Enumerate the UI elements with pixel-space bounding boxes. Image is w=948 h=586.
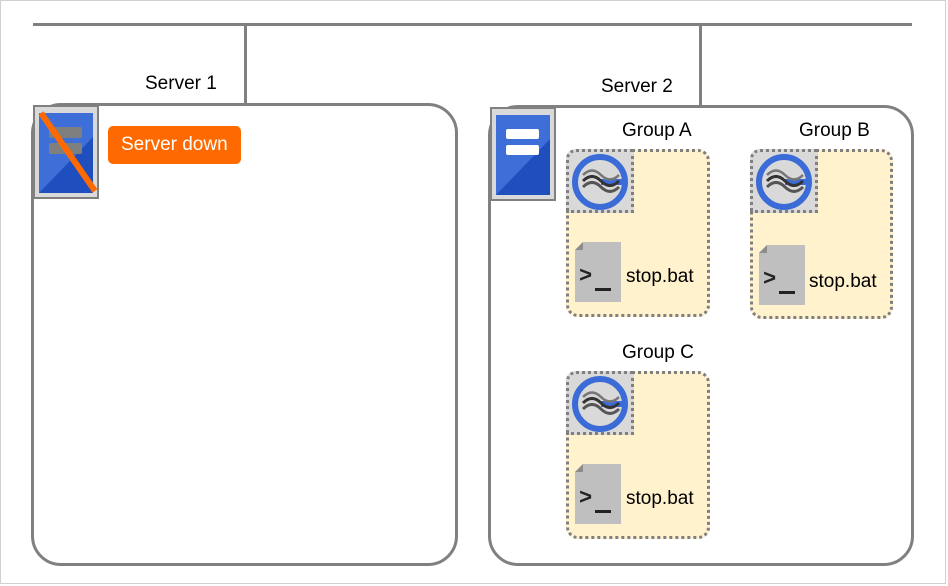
server-1-network-drop	[244, 23, 247, 105]
terminal-script-icon: >	[759, 245, 805, 305]
server-1-label: Server 1	[145, 73, 217, 94]
terminal-script-icon: >	[575, 242, 621, 302]
group-b-label: Group B	[799, 120, 870, 141]
cluster-group-icon	[572, 376, 628, 432]
svg-text:>: >	[763, 267, 776, 292]
network-bus-line	[33, 23, 912, 26]
group-a-script-label: stop.bat	[626, 266, 694, 287]
svg-text:>: >	[579, 486, 592, 511]
server-1-box	[31, 103, 458, 566]
group-b-icon-frame	[750, 149, 818, 213]
group-a-label: Group A	[622, 120, 692, 141]
server-down-badge: Server down	[108, 126, 241, 164]
cluster-group-icon	[756, 154, 812, 210]
server-1-icon-frame	[33, 105, 99, 199]
group-b-box: > stop.bat	[750, 149, 893, 319]
group-c-label: Group C	[622, 342, 694, 363]
group-c-box: > stop.bat	[566, 371, 710, 539]
server-down-icon	[38, 111, 98, 193]
server-2-icon-frame	[490, 107, 556, 201]
group-a-box: > stop.bat	[566, 149, 710, 317]
group-c-script-label: stop.bat	[626, 488, 694, 509]
svg-text:>: >	[579, 264, 592, 289]
server-icon	[496, 115, 550, 195]
group-c-icon-frame	[566, 371, 634, 435]
server-2-network-drop	[699, 23, 702, 107]
terminal-script-icon: >	[575, 464, 621, 524]
group-b-script-label: stop.bat	[809, 271, 877, 292]
server-2-label: Server 2	[601, 76, 673, 97]
cluster-group-icon	[572, 154, 628, 210]
group-a-icon-frame	[566, 149, 634, 213]
